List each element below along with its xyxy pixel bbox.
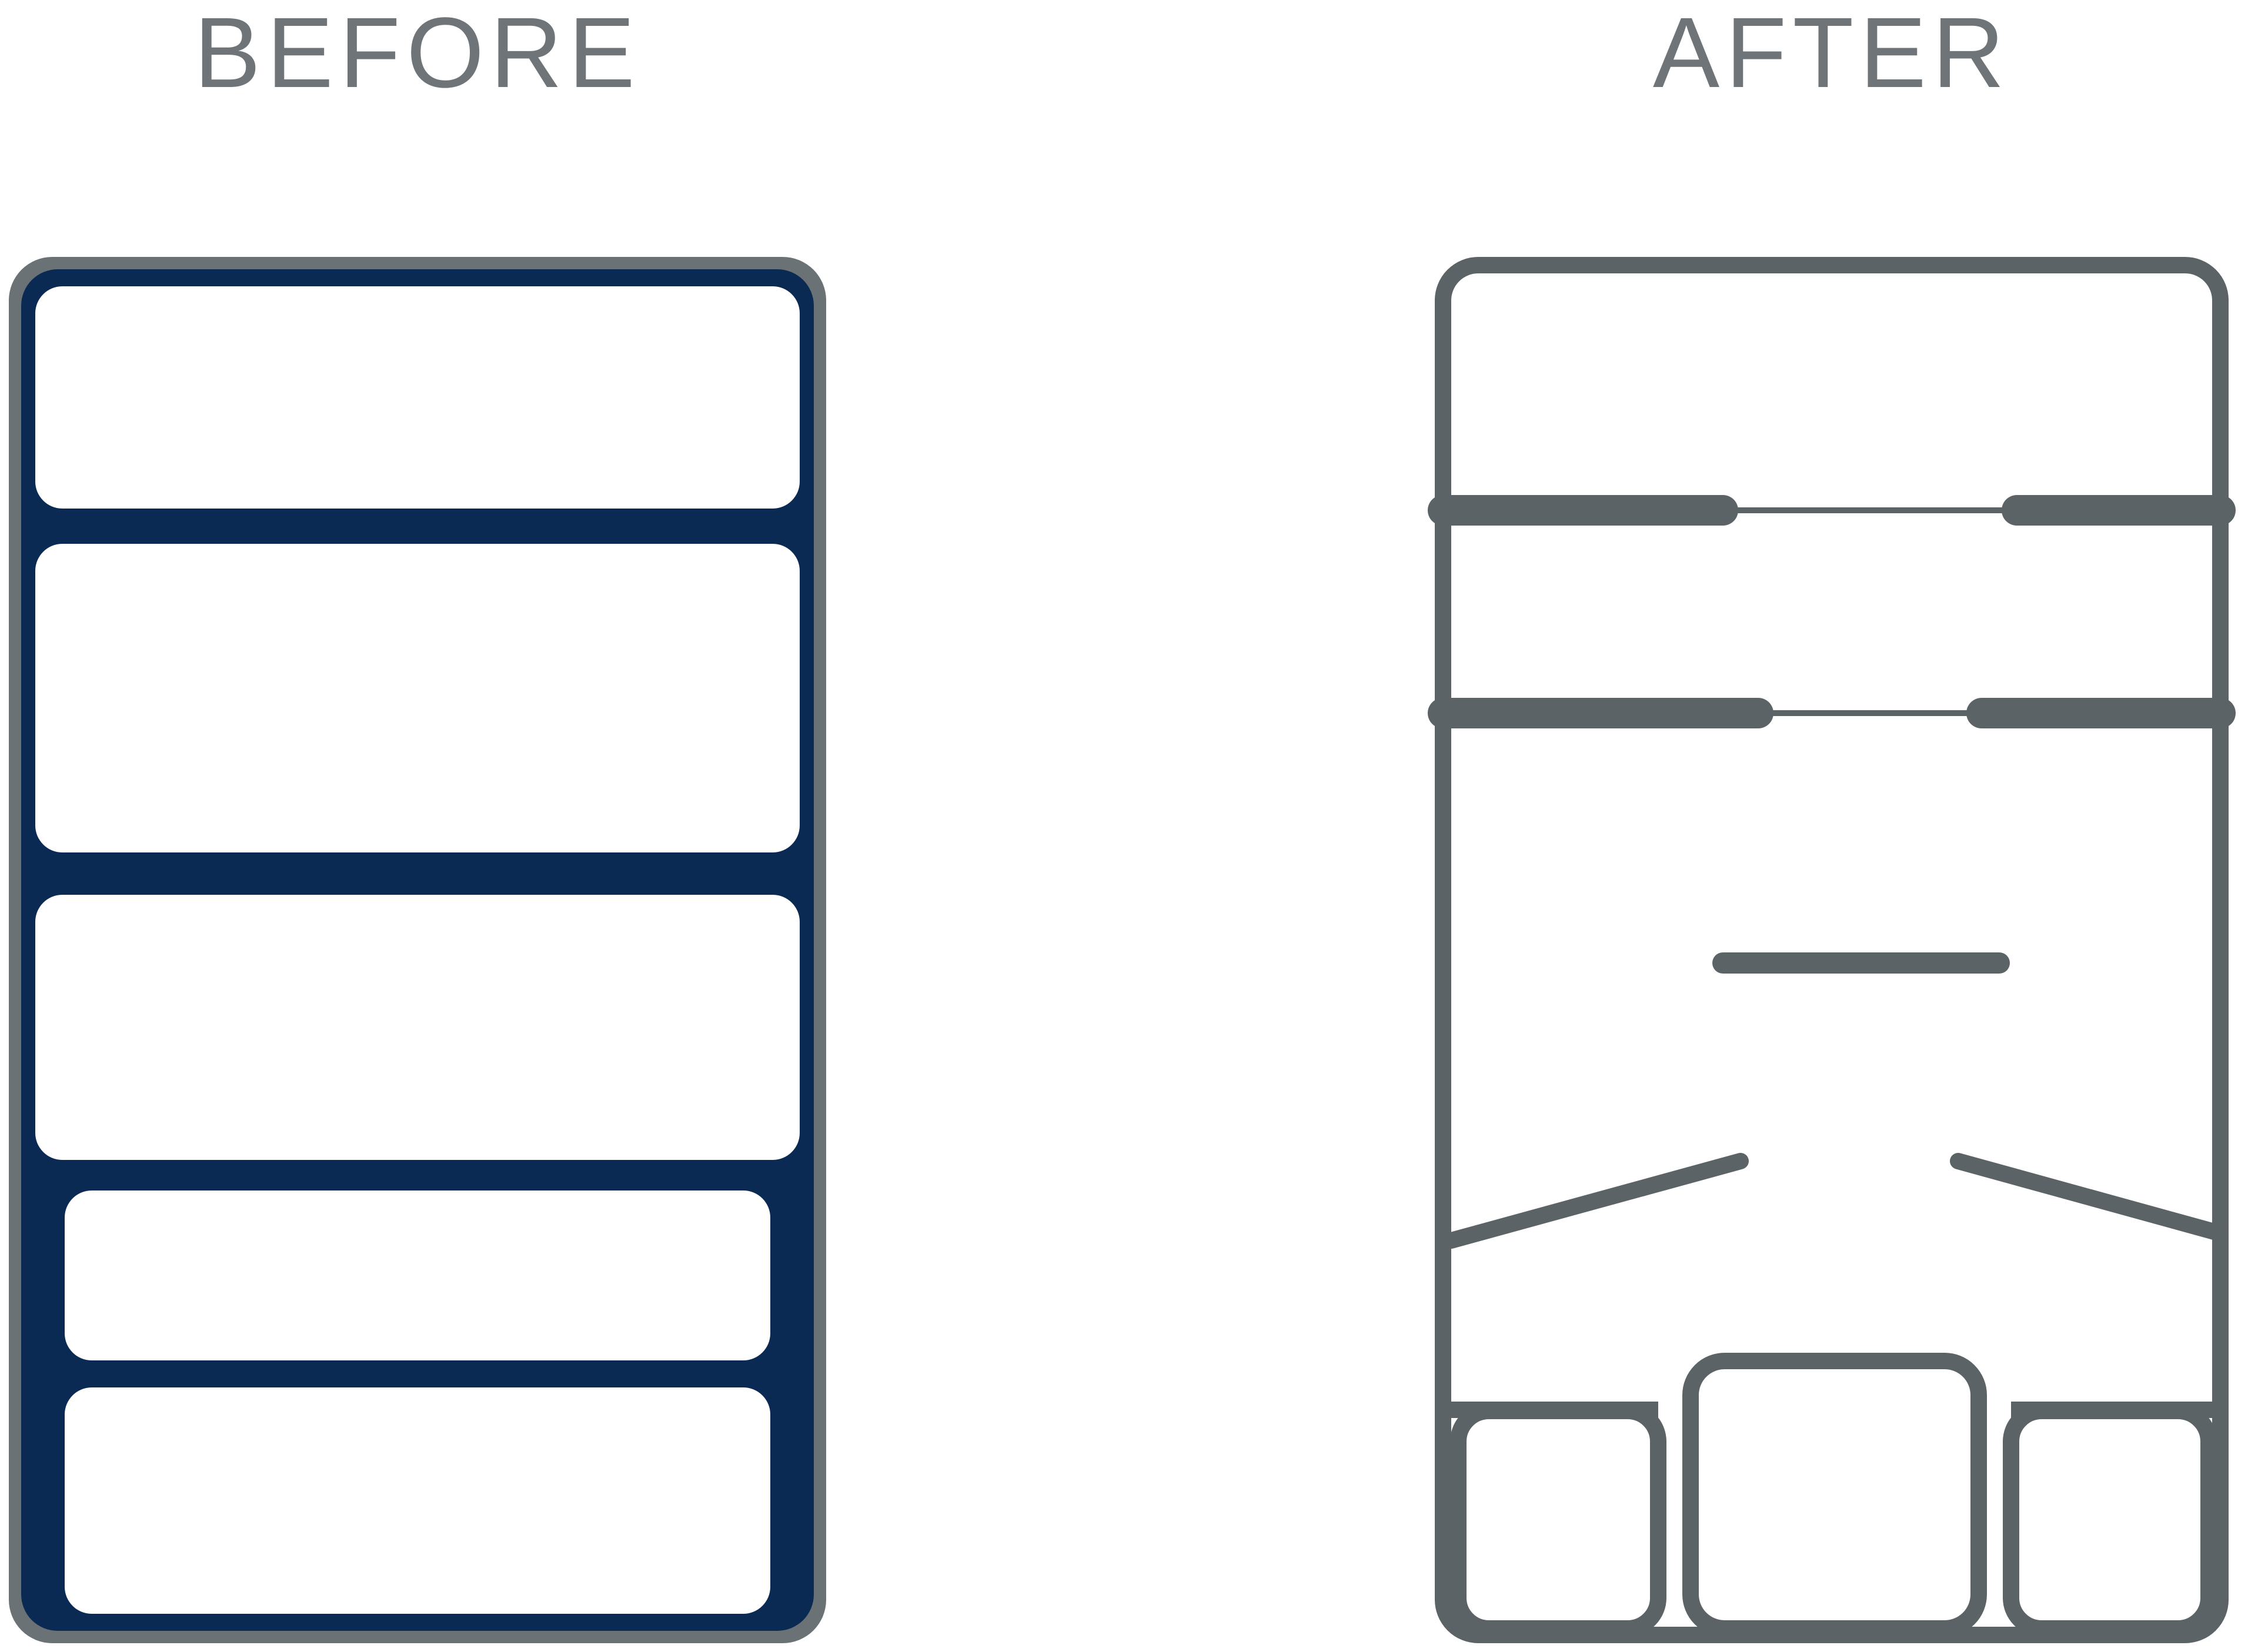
after-compartment-right[interactable] bbox=[2003, 1403, 2217, 1637]
before-slot-2[interactable] bbox=[35, 544, 800, 852]
page-title-after: AFTER bbox=[1652, 0, 2011, 109]
after-compartment-center[interactable] bbox=[1682, 1353, 1987, 1637]
before-slot-4[interactable] bbox=[65, 1190, 770, 1360]
after-compartment-left[interactable] bbox=[1450, 1403, 1666, 1637]
before-slot-5[interactable] bbox=[65, 1387, 770, 1614]
before-slot-1[interactable] bbox=[35, 286, 800, 509]
after-outer-outline bbox=[1435, 257, 2229, 1643]
page-title-before: BEFORE bbox=[193, 0, 642, 109]
before-slot-3[interactable] bbox=[35, 895, 800, 1160]
after-angled-line-right bbox=[1950, 1153, 2229, 1242]
after-angled-line-left bbox=[1443, 1153, 1749, 1249]
